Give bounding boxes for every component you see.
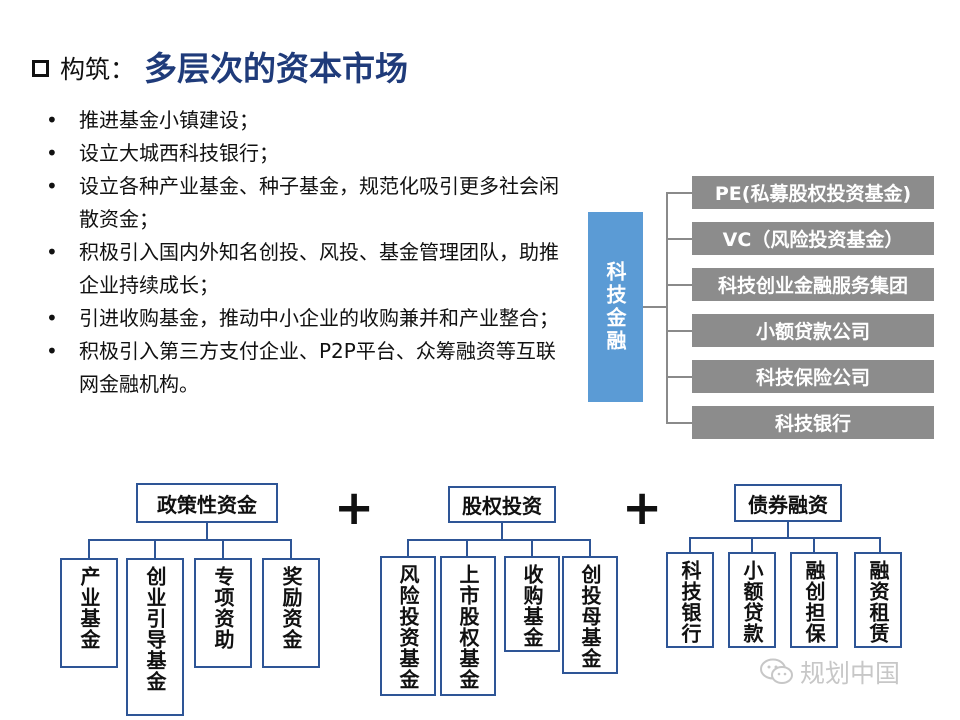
page-title: 多层次的资本市场 xyxy=(144,49,408,88)
tree-connector xyxy=(589,539,591,556)
tree-connector xyxy=(466,539,468,556)
plus-sign-icon: + xyxy=(622,480,663,536)
fintech-root-box: 科技金融 xyxy=(588,212,643,402)
tree-leaf: 产业基金 xyxy=(60,558,118,668)
tree-connector xyxy=(787,522,789,538)
tree-connector xyxy=(407,539,409,556)
fintech-connector xyxy=(666,330,692,332)
bullet-item: 设立大城西科技银行； xyxy=(44,137,564,170)
tree-leaf: 创投母基金 xyxy=(562,556,618,674)
tree-root-bond-financing: 债券融资 xyxy=(734,484,842,522)
tree-leaf: 创业引导基金 xyxy=(126,558,184,716)
tree-leaf: 上市股权基金 xyxy=(440,556,496,696)
bullet-item: 推进基金小镇建设； xyxy=(44,104,564,137)
tree-root-equity-investment: 股权投资 xyxy=(448,486,556,523)
tree-connector xyxy=(813,537,815,552)
bullet-item: 引进收购基金，推动中小企业的收购兼并和产业整合； xyxy=(44,302,564,335)
fintech-connector xyxy=(666,284,692,286)
tree-root-policy-funds: 政策性资金 xyxy=(136,483,278,523)
tree-connector xyxy=(154,539,156,558)
tree-connector xyxy=(290,539,292,558)
tree-connector xyxy=(531,539,533,556)
watermark-text: 规划中国 xyxy=(800,659,901,688)
fintech-connector xyxy=(666,238,692,240)
fintech-connector xyxy=(666,376,692,378)
bullet-item: 设立各种产业基金、种子基金，规范化吸引更多社会闲散资金； xyxy=(44,170,564,236)
tree-leaf: 融创担保 xyxy=(790,552,838,648)
bullet-item: 积极引入第三方支付企业、P2P平台、众筹融资等互联网金融机构。 xyxy=(44,335,564,401)
wechat-icon xyxy=(760,658,793,684)
tree-connector xyxy=(501,523,503,540)
tree-leaf: 奖励资金 xyxy=(262,558,320,668)
tree-connector xyxy=(407,539,591,541)
tree-connector xyxy=(751,537,753,552)
tree-connector xyxy=(689,537,881,539)
tree-connector xyxy=(689,537,691,552)
tree-leaf: 科技银行 xyxy=(666,552,714,648)
bullet-item: 积极引入国内外知名创投、风投、基金管理团队，助推企业持续成长； xyxy=(44,236,564,302)
fintech-connector xyxy=(643,306,667,308)
title-bullet-square-icon xyxy=(32,60,49,77)
bullet-list: 推进基金小镇建设； 设立大城西科技银行； 设立各种产业基金、种子基金，规范化吸引… xyxy=(44,104,564,401)
fintech-item: 小额贷款公司 xyxy=(692,314,934,347)
tree-connector xyxy=(222,539,224,558)
fintech-item: VC（风险投资基金） xyxy=(692,222,934,255)
fintech-item: 科技银行 xyxy=(692,406,934,439)
tree-leaf: 小额贷款 xyxy=(728,552,776,648)
plus-sign-icon: + xyxy=(334,480,375,536)
tree-connector xyxy=(879,537,881,552)
fintech-connector xyxy=(666,192,668,423)
title-prefix: 构筑： xyxy=(60,55,136,84)
fintech-connector xyxy=(666,192,692,194)
tree-connector xyxy=(206,523,208,540)
tree-leaf: 风险投资基金 xyxy=(380,556,436,696)
tree-connector xyxy=(88,539,90,558)
fintech-item: 科技保险公司 xyxy=(692,360,934,393)
tree-leaf: 融资租赁 xyxy=(854,552,902,648)
fintech-connector xyxy=(666,422,692,424)
fintech-item: 科技创业金融服务集团 xyxy=(692,268,934,301)
tree-leaf: 收购基金 xyxy=(504,556,560,652)
tree-connector xyxy=(88,539,292,541)
fintech-root-label: 科技金融 xyxy=(603,261,627,353)
tree-leaf: 专项资助 xyxy=(194,558,252,668)
watermark: 规划中国 xyxy=(760,654,900,690)
fintech-item: PE(私募股权投资基金) xyxy=(692,176,934,209)
